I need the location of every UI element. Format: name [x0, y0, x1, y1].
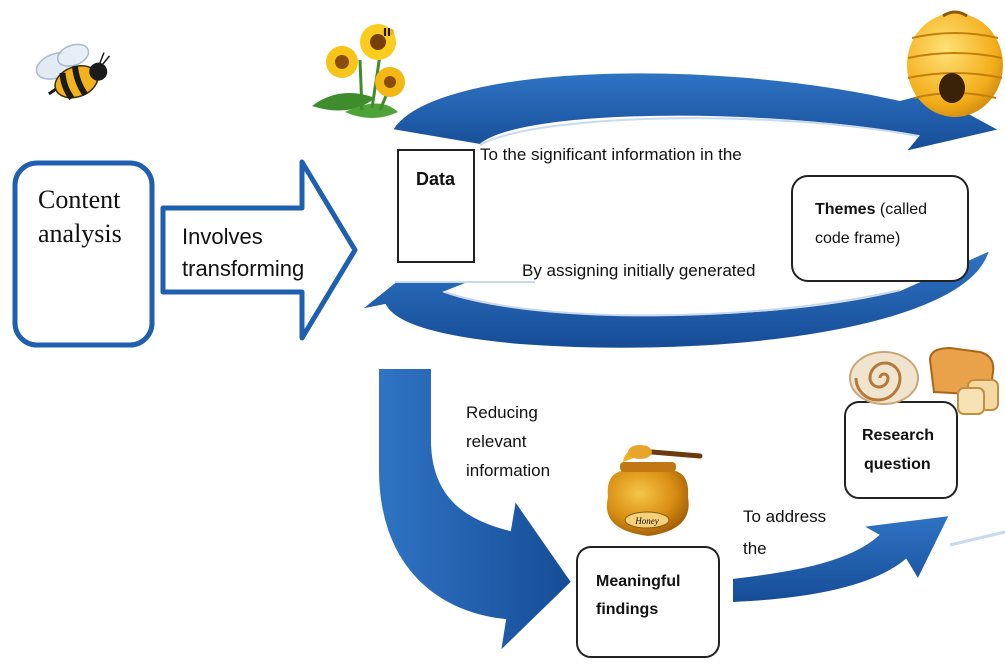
top-cycle-text: To the significant information in the	[480, 145, 742, 164]
themes-line2: code frame)	[815, 230, 900, 247]
themes-called-label: (called	[875, 201, 927, 218]
data-box: Data	[397, 149, 475, 263]
themes-box: Themes (called code frame)	[791, 175, 969, 282]
beehive-icon	[907, 10, 1003, 117]
involves-label: Involves	[182, 224, 263, 249]
top-cycle-arrow	[390, 71, 1003, 154]
to-address-line1: To address	[743, 507, 826, 526]
themes-bold-label: Themes	[815, 201, 876, 218]
findings-label: findings	[596, 601, 658, 618]
bottom-cycle-arrow	[359, 248, 992, 350]
content-analysis-box: Content analysis	[12, 160, 155, 348]
themes-line1: Themes (called	[815, 201, 927, 218]
reducing-line1: Reducing	[466, 403, 538, 422]
analysis-label: analysis	[38, 219, 122, 248]
bread-icon	[928, 346, 999, 415]
honey-jar-label: Honey	[634, 516, 659, 526]
reducing-text: Reducing relevant information	[466, 403, 550, 480]
to-address-text: To address the	[743, 507, 826, 558]
to-address-arrow	[731, 513, 1005, 605]
content-label: Content	[38, 185, 121, 214]
honey-jar-icon: Honey	[606, 445, 703, 536]
bee-icon	[35, 43, 111, 101]
meaningful-label: Meaningful	[596, 573, 680, 590]
reducing-line3: information	[466, 461, 550, 480]
question-label: question	[864, 456, 931, 473]
cinnamon-roll-icon	[849, 351, 919, 405]
to-address-line2: the	[743, 539, 767, 558]
research-label: Research	[862, 427, 934, 444]
sunflowers-icon	[312, 24, 405, 118]
research-question-box: Research question	[844, 401, 958, 499]
transforming-label: transforming	[182, 256, 304, 281]
reducing-line2: relevant	[466, 432, 527, 451]
meaningful-findings-box: Meaningful findings	[576, 546, 720, 658]
data-label: Data	[416, 169, 456, 189]
involves-transforming-arrow: Involves transforming	[160, 159, 358, 341]
reducing-arrow	[377, 367, 574, 655]
bottom-cycle-text: By assigning initially generated	[522, 261, 755, 280]
